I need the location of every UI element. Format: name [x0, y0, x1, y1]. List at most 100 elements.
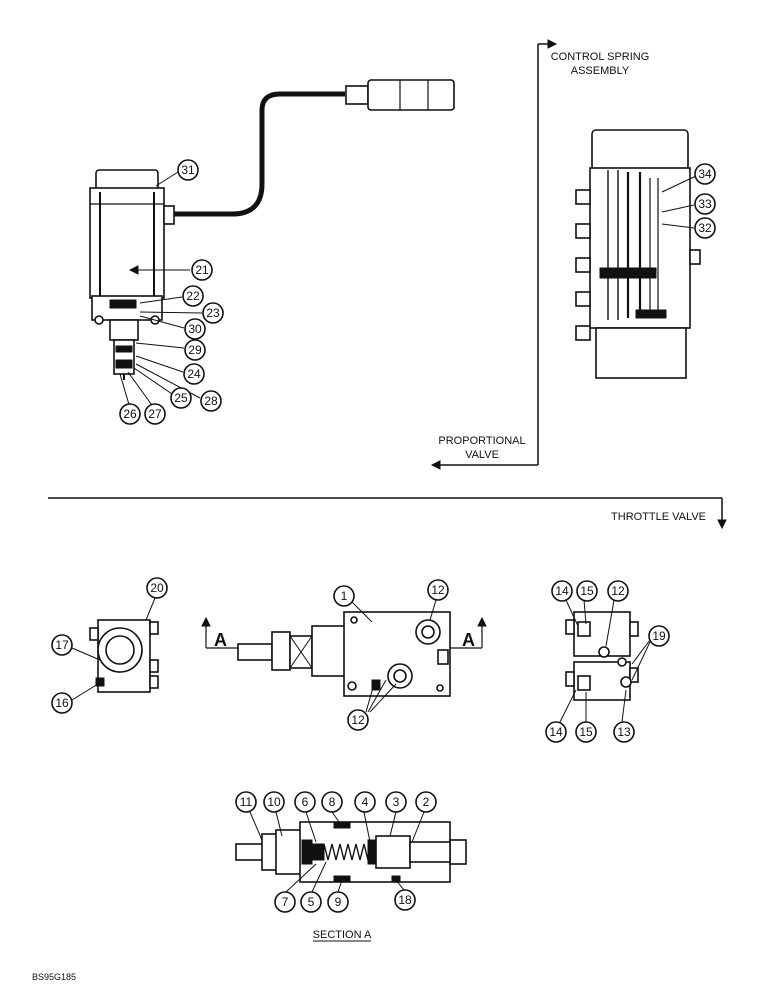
callout-9: 9 — [327, 891, 349, 913]
callout-5: 5 — [300, 891, 322, 913]
callout-11: 11 — [235, 791, 257, 813]
proportional-valve-label-line2: VALVE — [465, 449, 499, 461]
svg-text:22: 22 — [186, 289, 200, 303]
svg-text:31: 31 — [181, 163, 195, 177]
callout-1: 1 — [333, 585, 355, 607]
callout-7: 7 — [274, 891, 296, 913]
svg-text:15: 15 — [579, 725, 593, 739]
svg-text:24: 24 — [187, 367, 201, 381]
section-a-label: SECTION A — [313, 929, 372, 941]
svg-text:18: 18 — [398, 893, 412, 907]
callout-27: 27 — [144, 403, 166, 425]
svg-text:20: 20 — [150, 581, 164, 595]
callout-2: 2 — [415, 791, 437, 813]
svg-text:17: 17 — [55, 638, 69, 652]
svg-text:28: 28 — [204, 394, 218, 408]
callout-26: 26 — [119, 403, 141, 425]
control-spring-callouts: 34 33 32 — [661, 163, 716, 239]
callout-12-top: 12 — [427, 579, 449, 601]
callout-14-bottom: 14 — [545, 721, 567, 743]
svg-text:3: 3 — [393, 795, 400, 809]
svg-text:32: 32 — [698, 221, 712, 235]
proportional-valve-callouts: 31 21 22 23 30 29 24 28 25 27 26 — [119, 159, 224, 425]
callout-16: 16 — [51, 692, 73, 714]
svg-text:16: 16 — [55, 696, 69, 710]
svg-text:34: 34 — [698, 167, 712, 181]
control-spring-region: CONTROL SPRING ASSEMBLY PROPORTIONAL VAL… — [430, 39, 716, 470]
callout-8: 8 — [321, 791, 343, 813]
section-marker-left: A — [214, 630, 227, 650]
callout-15-bottom: 15 — [575, 721, 597, 743]
callout-12-bottom: 12 — [347, 709, 369, 731]
svg-text:25: 25 — [174, 391, 188, 405]
svg-text:14: 14 — [549, 725, 563, 739]
svg-text:27: 27 — [148, 407, 162, 421]
svg-text:23: 23 — [206, 306, 220, 320]
svg-text:29: 29 — [188, 343, 202, 357]
throttle-valve-header: THROTTLE VALVE — [48, 497, 727, 530]
svg-text:14: 14 — [555, 584, 569, 598]
callout-3: 3 — [385, 791, 407, 813]
proportional-valve-drawing — [89, 79, 455, 380]
callout-20: 20 — [146, 577, 168, 599]
svg-text:6: 6 — [302, 795, 309, 809]
svg-text:12: 12 — [431, 583, 445, 597]
end-view-right-drawing — [565, 611, 639, 701]
callout-10: 10 — [263, 791, 285, 813]
callout-30: 30 — [184, 318, 206, 340]
proportional-valve-label-line1: PROPORTIONAL — [438, 435, 525, 447]
callout-4: 4 — [354, 791, 376, 813]
svg-text:15: 15 — [580, 584, 594, 598]
svg-text:11: 11 — [240, 795, 253, 809]
callout-29: 29 — [184, 339, 206, 361]
callout-23: 23 — [202, 302, 224, 324]
control-spring-drawing — [575, 129, 701, 379]
end-view-left-callouts: 20 17 16 — [51, 577, 168, 714]
svg-text:26: 26 — [123, 407, 137, 421]
throttle-valve-label: THROTTLE VALVE — [611, 511, 706, 523]
svg-text:33: 33 — [698, 197, 712, 211]
end-view-left-drawing — [89, 619, 159, 693]
callout-18: 18 — [394, 889, 416, 911]
callout-24: 24 — [183, 363, 205, 385]
callout-21: 21 — [191, 259, 213, 281]
svg-text:12: 12 — [351, 713, 365, 727]
section-marker-right: A — [462, 630, 475, 650]
svg-text:12: 12 — [611, 584, 625, 598]
svg-text:21: 21 — [195, 263, 209, 277]
svg-text:5: 5 — [308, 895, 315, 909]
callout-22: 22 — [182, 285, 204, 307]
svg-text:9: 9 — [335, 895, 342, 909]
svg-text:4: 4 — [362, 795, 369, 809]
callout-6: 6 — [294, 791, 316, 813]
svg-text:2: 2 — [423, 795, 430, 809]
main-valve-callouts: 1 12 12 — [333, 579, 449, 731]
svg-text:13: 13 — [617, 725, 631, 739]
end-view-right-callouts: 14 15 12 19 14 15 13 — [545, 580, 670, 743]
control-spring-label-line1: CONTROL SPRING — [551, 51, 650, 63]
callout-33: 33 — [694, 193, 716, 215]
callout-17: 17 — [51, 634, 73, 656]
callout-13: 13 — [613, 721, 635, 743]
svg-text:7: 7 — [282, 895, 289, 909]
svg-text:1: 1 — [341, 589, 348, 603]
callout-28: 28 — [200, 390, 222, 412]
callout-34: 34 — [694, 163, 716, 185]
callout-14-top: 14 — [551, 580, 573, 602]
callout-12-right: 12 — [607, 580, 629, 602]
figure-code: BS95G185 — [32, 972, 76, 982]
callout-15-top: 15 — [576, 580, 598, 602]
control-spring-label-line2: ASSEMBLY — [571, 65, 630, 77]
callout-19: 19 — [648, 625, 670, 647]
svg-text:19: 19 — [652, 629, 666, 643]
callout-25: 25 — [170, 387, 192, 409]
section-a-callouts: 11 10 6 8 4 3 2 7 5 9 18 SECTION A — [235, 791, 437, 942]
svg-text:30: 30 — [188, 322, 202, 336]
svg-text:10: 10 — [267, 795, 281, 809]
svg-text:8: 8 — [329, 795, 336, 809]
main-valve-drawing: A A — [201, 611, 487, 697]
section-a-drawing — [235, 821, 467, 883]
callout-31: 31 — [177, 159, 199, 181]
callout-32: 32 — [694, 217, 716, 239]
